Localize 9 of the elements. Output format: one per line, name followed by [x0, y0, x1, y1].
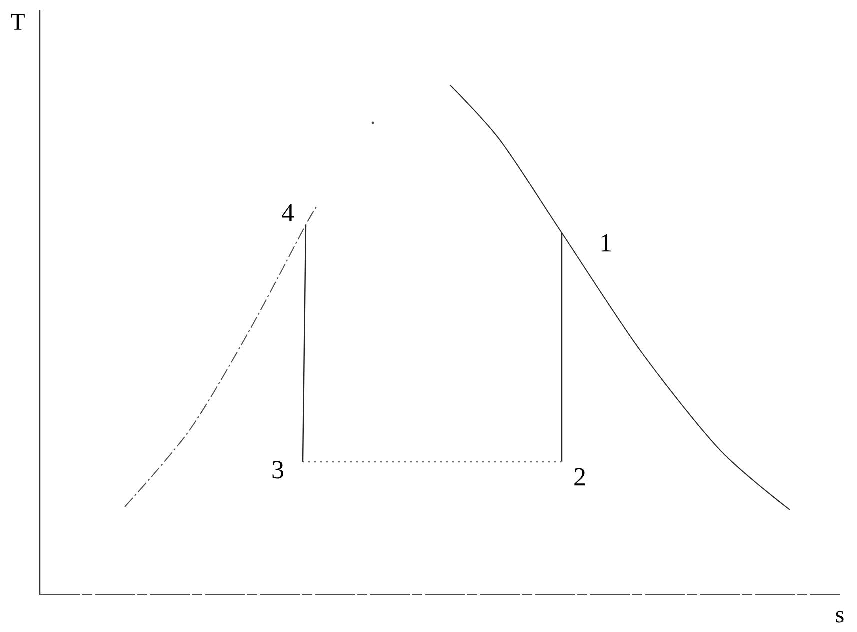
axis-label: s	[836, 611, 844, 623]
point-label: 4	[282, 204, 294, 222]
point-label: 2	[574, 468, 586, 486]
point-label: 1	[602, 234, 611, 252]
process-line	[303, 461, 562, 463]
process-line	[561, 233, 563, 462]
axis-label: T	[11, 14, 25, 30]
process-line	[302, 225, 307, 462]
point-label: 3	[272, 461, 284, 479]
